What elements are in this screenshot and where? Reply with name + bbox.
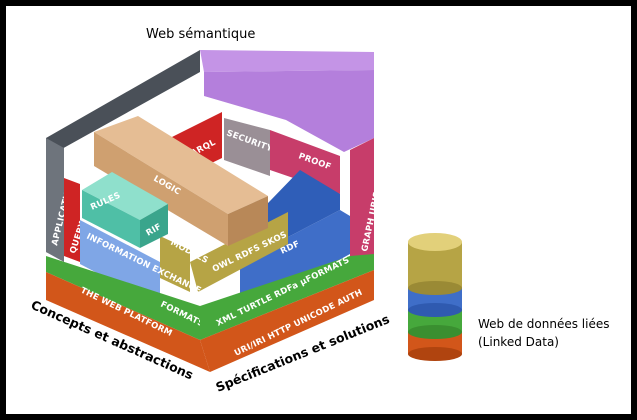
stack-blue-edge [408, 303, 462, 317]
owl-rdfs-skos-block [190, 212, 288, 292]
linked-data-stack-icon [408, 233, 462, 361]
applications-back-panel [46, 50, 200, 258]
title: Web sémantique [146, 27, 255, 42]
stack-orange-bottom [408, 347, 462, 361]
applications-panel [46, 138, 64, 262]
proof-block [270, 130, 340, 194]
query-pillar [64, 178, 80, 262]
legend-line2: (Linked Data) [478, 335, 559, 349]
web-platform-block [46, 272, 210, 372]
legend-line1: Web de données liées [478, 317, 609, 331]
trust-top [200, 50, 374, 72]
trust-block [204, 70, 374, 152]
stack-khaki-edge [408, 281, 462, 295]
formats-block [46, 256, 200, 340]
rif-block [140, 204, 168, 248]
xml-formats-block [200, 254, 374, 340]
models-block [160, 236, 190, 292]
logic-top [94, 116, 268, 214]
uri-standards-block [200, 270, 374, 372]
information-exchange-block [80, 220, 160, 306]
stack-top [408, 233, 462, 251]
security-block [224, 118, 270, 176]
rules-rif-top [82, 172, 168, 220]
logic-side [228, 196, 268, 246]
rdf-band [240, 210, 350, 306]
graph-uris-pillar [350, 138, 374, 266]
rules-block [82, 190, 140, 248]
logic-front [94, 132, 228, 246]
stack-green-edge [408, 325, 462, 339]
